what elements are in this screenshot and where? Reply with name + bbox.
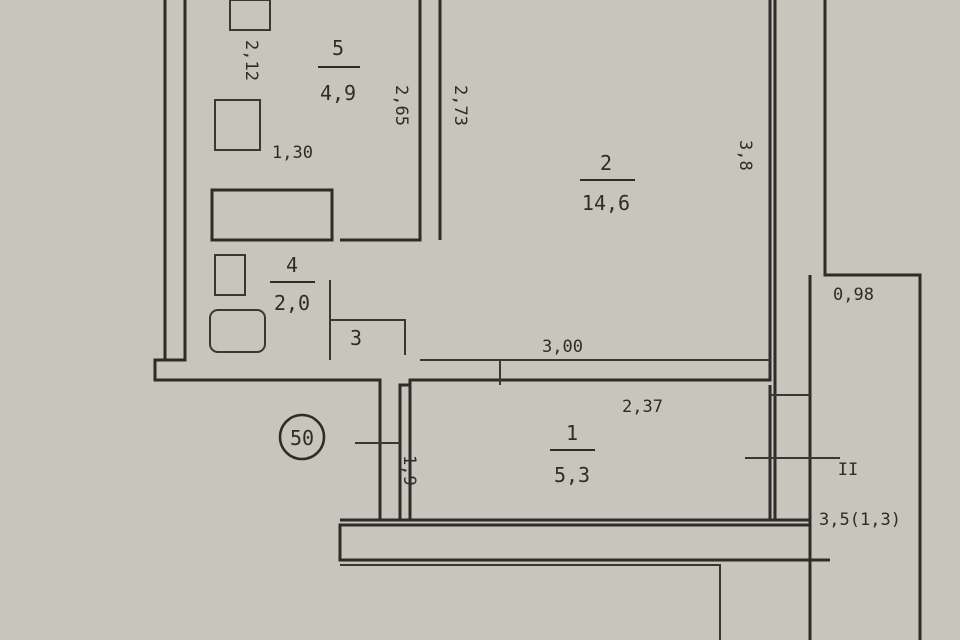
- room-5-area: 4,9: [320, 81, 356, 105]
- dim-3-00: 3,00: [542, 337, 583, 357]
- dim-2-65: 2,65: [391, 85, 411, 126]
- room-5-number: 5: [332, 36, 344, 60]
- room-2-number: 2: [600, 151, 612, 175]
- dim-2-73: 2,73: [450, 85, 470, 126]
- dim-3-8: 3,8: [735, 140, 755, 171]
- marker-label: 50: [290, 426, 314, 450]
- marker-circle: [278, 413, 326, 461]
- dim-2-12: 2,12: [241, 40, 261, 81]
- room-3-number: 3: [350, 326, 362, 350]
- dim-1-9: 1,9: [399, 455, 419, 486]
- dim-1-30: 1,30: [272, 143, 313, 163]
- room-4-number: 4: [286, 253, 298, 277]
- room-2-area: 14,6: [582, 191, 630, 215]
- room-II-area: 3,5(1,3): [819, 510, 901, 530]
- dim-2-37: 2,37: [622, 397, 663, 417]
- walls: [153, 0, 922, 640]
- room-1-number: 1: [566, 421, 578, 445]
- room-II-number: II: [838, 460, 858, 480]
- dim-0-98: 0,98: [833, 285, 874, 305]
- room-1-area: 5,3: [554, 463, 590, 487]
- room-4-area: 2,0: [274, 291, 310, 315]
